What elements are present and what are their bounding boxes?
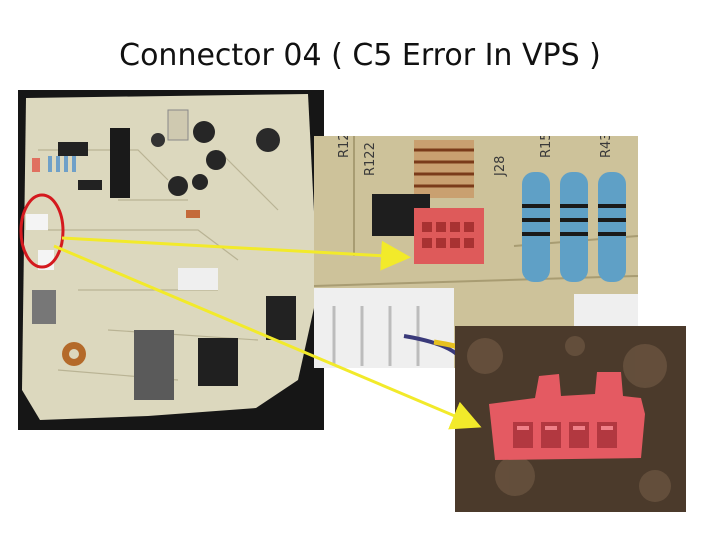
svg-text:R122: R122 bbox=[363, 142, 378, 176]
svg-text:R123: R123 bbox=[337, 136, 352, 158]
svg-text:R43: R43 bbox=[599, 136, 614, 158]
svg-text:J28: J28 bbox=[493, 156, 508, 177]
red-connector-photo bbox=[455, 326, 686, 512]
svg-text:R15: R15 bbox=[539, 136, 554, 158]
highlight-circle bbox=[19, 193, 65, 269]
pcb-board-photo bbox=[18, 90, 324, 430]
slide-title: Connector 04 ( C5 Error In VPS ) bbox=[119, 38, 601, 73]
